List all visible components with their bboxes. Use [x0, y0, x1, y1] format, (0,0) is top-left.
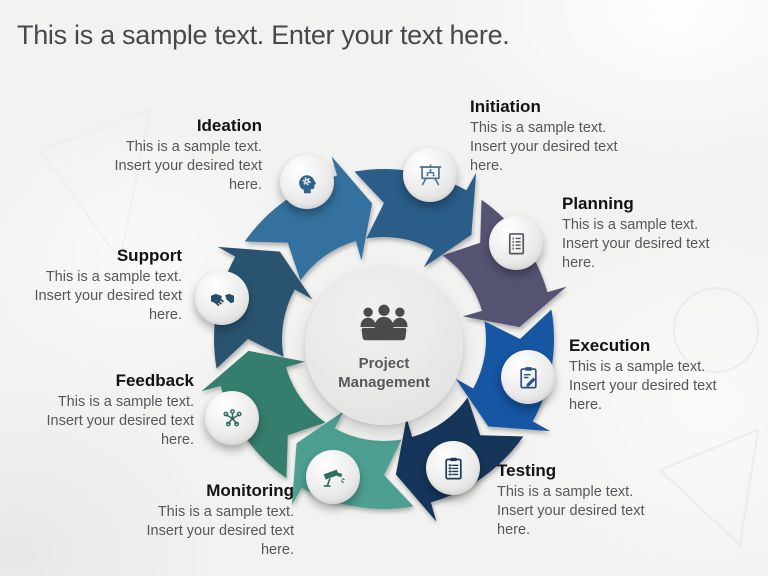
network-hub-icon — [205, 391, 259, 445]
idea-head-icon — [280, 155, 334, 209]
stage-support: Support This is a sample text. Insert yo… — [2, 246, 183, 325]
stage-title: Support — [116, 246, 182, 265]
stage-execution: Execution This is a sample text. Insert … — [569, 336, 765, 415]
arrow-segment-feedback — [201, 350, 326, 479]
clipboard-checklist-icon — [426, 441, 480, 495]
stage-title: Feedback — [115, 371, 194, 390]
stage-initiation: Initiation This is a sample text. Insert… — [470, 97, 658, 176]
stage-title: Monitoring — [206, 481, 294, 500]
center-hub-label: Project Management — [338, 355, 430, 391]
task-list-icon — [489, 216, 543, 270]
handshake-icon — [195, 271, 249, 325]
stage-description: This is a sample text. Insert your desir… — [146, 504, 295, 558]
stage-description: This is a sample text. Insert your desir… — [562, 217, 710, 271]
stage-description: This is a sample text. Insert your desir… — [114, 139, 263, 193]
stage-monitoring: Monitoring This is a sample text. Insert… — [114, 481, 295, 560]
stage-title: Testing — [497, 461, 557, 480]
stage-title: Planning — [562, 194, 634, 213]
stage-title: Execution — [569, 336, 651, 355]
presentation-board-icon — [403, 148, 457, 202]
stage-description: This is a sample text. Insert your desir… — [46, 394, 195, 448]
stage-feedback: Feedback This is a sample text. Insert y… — [14, 371, 195, 450]
slide-title: This is a sample text. Enter your text h… — [17, 20, 510, 50]
stage-title: Initiation — [470, 97, 541, 116]
center-hub: Project Management — [305, 267, 463, 425]
stage-description: This is a sample text. Insert your desir… — [569, 359, 717, 413]
stage-ideation: Ideation This is a sample text. Insert y… — [82, 116, 263, 195]
clipboard-pen-icon — [501, 350, 555, 404]
stage-description: This is a sample text. Insert your desir… — [470, 120, 618, 174]
stage-planning: Planning This is a sample text. Insert y… — [562, 194, 754, 273]
stage-description: This is a sample text. Insert your desir… — [497, 484, 645, 538]
stage-testing: Testing This is a sample text. Insert yo… — [497, 461, 689, 540]
stage-title: Ideation — [196, 116, 262, 135]
stage-description: This is a sample text. Insert your desir… — [34, 269, 183, 323]
cctv-camera-icon — [306, 450, 360, 504]
team-icon — [354, 300, 414, 348]
arrow-segment-ideation — [244, 156, 373, 281]
